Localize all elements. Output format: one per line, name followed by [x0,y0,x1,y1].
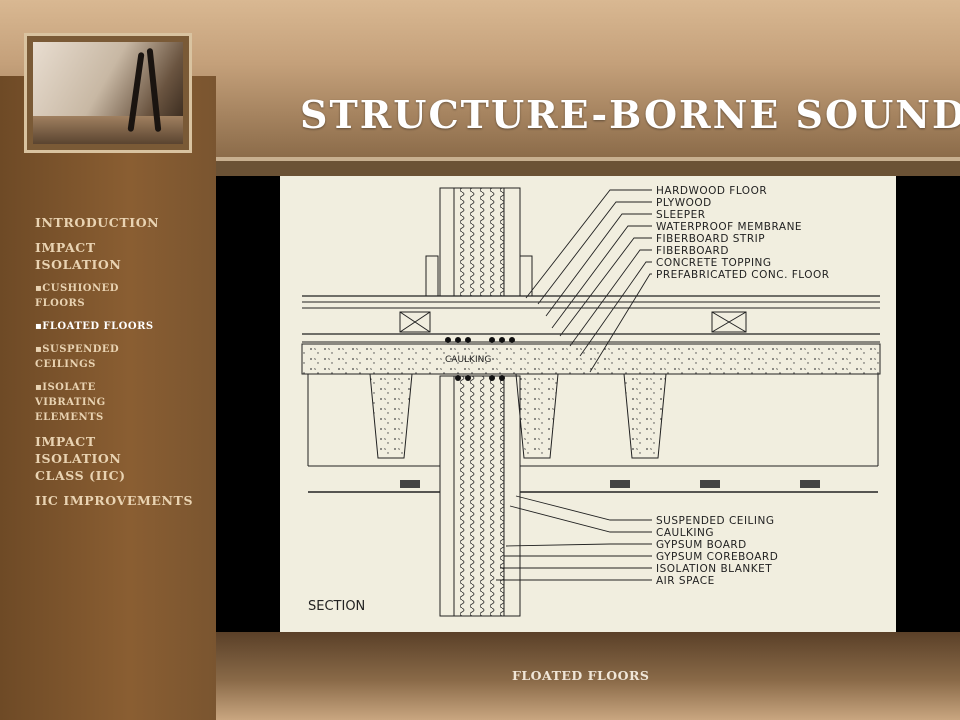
nav-isolate-vibrating-elements[interactable]: ▪ISOLATE VIBRATING ELEMENTS [35,382,106,423]
label-plywood: PLYWOOD [656,197,712,209]
nav-suspended-ceilings[interactable]: ▪SUSPENDED CEILINGS [35,344,120,370]
page-title: STRUCTURE-BORNE SOUND [300,92,960,137]
nav-floated-floors[interactable]: ▪FLOATED FLOORS [35,321,154,332]
footer-caption: FLOATED FLOORS [512,668,650,683]
nav-impact-isolation-class[interactable]: IMPACT ISOLATION CLASS (IIC) [35,434,126,483]
caulking-inline-label: CAULKING [445,355,491,365]
nav-impact-isolation[interactable]: IMPACT ISOLATION [35,240,122,272]
nav-cushioned-floors[interactable]: ▪CUSHIONED FLOORS [35,283,119,309]
section-diagram: CAULKING HARDWOOD FLOOR PLYWOOD SLEEPER … [280,176,896,632]
sidebar [0,76,216,720]
label-caulking: CAULKING [656,527,714,539]
label-suspended-ceiling: SUSPENDED CEILING [656,515,774,527]
label-sleeper: SLEEPER [656,209,706,221]
label-waterproof-membrane: WATERPROOF MEMBRANE [656,221,802,233]
label-prefabricated-floor: PREFABRICATED CONC. FLOOR [656,269,830,281]
label-isolation-blanket: ISOLATION BLANKET [656,563,772,575]
label-gypsum-coreboard: GYPSUM COREBOARD [656,551,778,563]
decorative-photo [33,42,183,144]
floor-section-drawing: CAULKING HARDWOOD FLOOR PLYWOOD SLEEPER … [301,185,881,617]
label-concrete-topping: CONCRETE TOPPING [656,257,772,269]
nav-introduction[interactable]: INTRODUCTION [35,215,160,230]
label-gypsum-board: GYPSUM BOARD [656,539,747,551]
decorative-photo-frame [24,33,192,153]
title-divider [216,157,960,161]
label-fiberboard-strip: FIBERBOARD STRIP [656,233,765,245]
nav-iic-improvements[interactable]: IIC IMPROVEMENTS [35,493,194,508]
label-fiberboard: FIBERBOARD [656,245,729,257]
section-label: SECTION [308,599,365,614]
sidebar-nav: INTRODUCTION IMPACT ISOLATION ▪CUSHIONED… [35,214,205,517]
label-air-space: AIR SPACE [656,575,715,587]
label-hardwood-floor: HARDWOOD FLOOR [656,185,767,197]
